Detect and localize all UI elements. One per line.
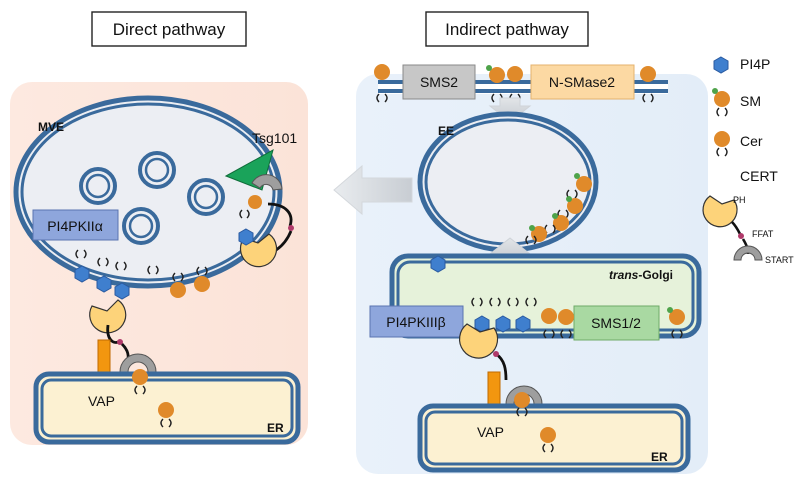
pi4p-marker <box>238 228 254 246</box>
legend: PI4P SM Cer CERT PH FFAT START <box>702 56 794 265</box>
er-label-indirect: ER <box>651 450 668 464</box>
cer-lipid <box>558 309 574 339</box>
pi4pkiii-beta-box: PI4PKIIIβ <box>369 305 464 338</box>
sm-lipid <box>525 225 547 245</box>
sm-legend-icon <box>712 88 730 117</box>
cert-legend-icon <box>702 195 763 261</box>
ilv-2 <box>138 151 176 189</box>
pi4p-legend-icon <box>713 56 729 74</box>
cert-protein-indirect <box>458 323 543 405</box>
cert-legend-label: CERT <box>740 168 778 184</box>
cer-lipid <box>170 272 186 298</box>
cer-legend-label: Cer <box>740 133 763 149</box>
direct-pathway-title-box: Direct pathway <box>91 11 247 47</box>
pi4p-marker <box>495 315 511 333</box>
indirect-pathway-title: Indirect pathway <box>445 20 569 39</box>
cer-lipid <box>514 392 530 417</box>
pi4p-marker <box>430 255 446 273</box>
sms12-box: SMS1/2 <box>573 305 660 341</box>
ilv-1 <box>79 167 117 205</box>
er-lipids-indirect <box>514 392 556 453</box>
sms2-label: SMS2 <box>420 74 458 90</box>
vap-label-direct: VAP <box>88 393 115 409</box>
ffat-legend-label: FFAT <box>752 229 774 239</box>
pi4p-marker <box>96 275 112 293</box>
mve-label: MVE <box>38 120 64 134</box>
cer-lipid <box>540 427 556 453</box>
direct-pathway-title: Direct pathway <box>113 20 226 39</box>
ee-label: EE <box>438 124 454 138</box>
pi4p-legend-label: PI4P <box>740 56 770 72</box>
er-label-direct: ER <box>267 421 284 435</box>
sm-lipid <box>544 213 569 234</box>
transfer-arrow <box>333 164 413 216</box>
ph-legend-label: PH <box>733 195 746 205</box>
er-lipids-direct <box>132 369 174 428</box>
indirect-pathway-title-box: Indirect pathway <box>425 11 589 47</box>
trans-golgi-label: trans-Golgi <box>609 268 673 282</box>
cer-legend-icon <box>714 131 730 157</box>
trans-golgi-label-italic: trans <box>609 268 639 282</box>
nsmase2-label: N-SMase2 <box>549 74 615 90</box>
start-legend-label: START <box>765 255 794 265</box>
ilv-4 <box>187 178 225 216</box>
mve-lipids <box>74 195 262 300</box>
nsmase2-box: N-SMase2 <box>530 64 635 100</box>
sms2-box: SMS2 <box>402 64 476 100</box>
sms12-label: SMS1/2 <box>591 315 641 331</box>
pi4p-marker <box>515 315 531 333</box>
intraluminal-vesicles <box>79 151 225 245</box>
trans-golgi-label-rest: -Golgi <box>638 268 673 282</box>
pi4pkiii-beta-label: PI4PKIIIβ <box>386 314 445 330</box>
cer-lipid <box>158 402 174 428</box>
pi4pkii-alpha-box: PI4PKIIα <box>32 209 119 241</box>
cer-lipid <box>541 308 557 339</box>
pi4pkii-alpha-label: PI4PKIIα <box>47 218 103 234</box>
vap-label-indirect: VAP <box>477 424 504 440</box>
sm-lipid <box>486 65 505 103</box>
golgi-lipids <box>471 297 685 339</box>
cer-lipid <box>640 66 656 103</box>
cer-lipid <box>132 369 148 395</box>
sm-legend-label: SM <box>740 93 761 109</box>
tsg101-label: Tsg101 <box>252 130 297 146</box>
cer-lipid <box>194 266 210 292</box>
pi4p-marker <box>74 265 90 283</box>
ilv-3 <box>122 207 160 245</box>
ee-lipids <box>525 173 592 245</box>
cert-protein-direct <box>89 299 157 373</box>
plasma-membrane-lipids <box>374 64 656 103</box>
sm-lipid <box>557 196 583 219</box>
cer-lipid <box>374 64 390 103</box>
sm-lipid <box>239 195 262 219</box>
sm-lipid <box>667 307 685 339</box>
pi4p-marker <box>114 282 130 300</box>
